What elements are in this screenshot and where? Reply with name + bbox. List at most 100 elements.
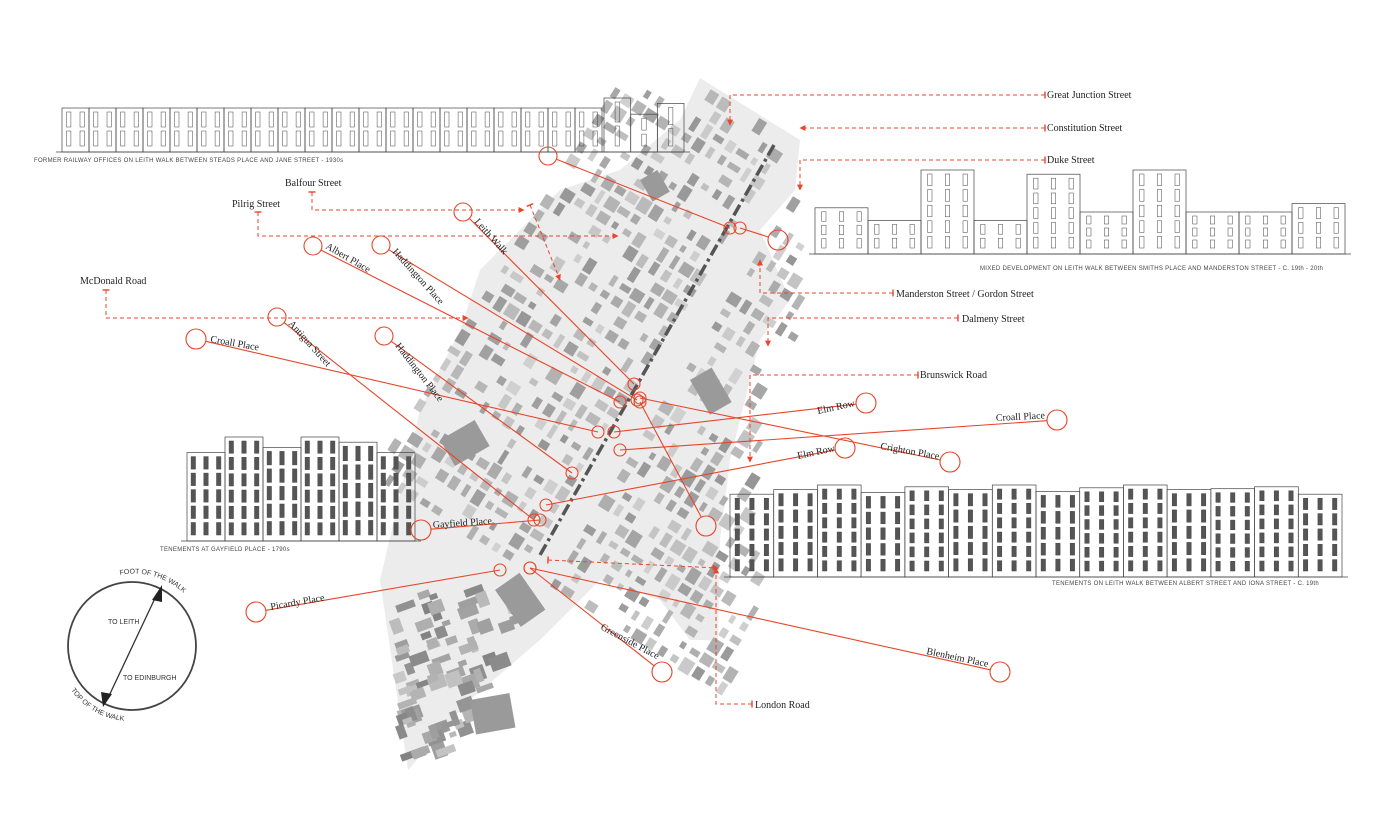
building-block (562, 397, 577, 412)
building-block (554, 485, 571, 504)
building-block (569, 381, 587, 400)
building-block (642, 429, 656, 442)
arrow-up-icon (152, 585, 162, 602)
compass-top-label: TOP OF THE WALK (69, 687, 125, 723)
building-block (616, 582, 625, 592)
building-block (727, 614, 737, 625)
leader-albert-place (303, 236, 627, 409)
building-block (684, 566, 702, 586)
building-block (699, 123, 714, 140)
building-block (587, 148, 599, 162)
building-block (478, 344, 494, 361)
building-block (624, 569, 633, 578)
building-block (629, 213, 641, 225)
building-block (402, 716, 413, 725)
elevation-gayfield-tenements (181, 436, 421, 542)
building-block (384, 474, 395, 487)
building-block (690, 137, 706, 154)
building-block (624, 586, 641, 603)
building-block (609, 105, 628, 124)
building-block (596, 136, 607, 147)
building-block (541, 328, 554, 340)
leader-london-road (713, 567, 753, 708)
building-block (441, 718, 460, 730)
building-block (479, 477, 493, 492)
building-block (497, 618, 516, 634)
building-block (497, 449, 510, 466)
building-block (785, 196, 801, 213)
building-block (693, 478, 707, 494)
building-block (441, 619, 451, 627)
building-block (642, 107, 659, 124)
label-leith-walk: Leith Walk (472, 217, 510, 257)
label-balfour-street: Balfour Street (285, 178, 342, 189)
caption-albert-iona-tenements: TENEMENTS ON LEITH WALK BETWEEN ALBERT S… (1052, 581, 1319, 587)
building-block (624, 529, 643, 549)
building-block (509, 270, 524, 284)
building-block (621, 300, 637, 318)
building-block (475, 456, 490, 471)
building-block (630, 100, 647, 117)
leader-great-junction-street (727, 91, 1046, 126)
building-block (617, 337, 630, 350)
building-block (515, 310, 532, 328)
building-block (630, 157, 644, 171)
building-block (717, 174, 733, 188)
building-block (550, 578, 562, 591)
building-block (404, 683, 422, 697)
building-block (609, 87, 621, 100)
building-block (631, 231, 647, 249)
building-block (640, 351, 655, 367)
building-block (653, 623, 666, 638)
building-block (500, 283, 516, 298)
building-block (564, 153, 581, 170)
building-block (689, 457, 704, 473)
building-block (502, 341, 511, 351)
building-block (582, 446, 594, 461)
caption-railway-offices: FORMER RAILWAY OFFICES ON LEITH WALK BET… (34, 158, 343, 164)
caption-mixed-development: MIXED DEVELOPMENT ON LEITH WALK BETWEEN … (980, 266, 1323, 272)
building-block (642, 89, 652, 100)
building-block (647, 261, 661, 276)
building-block (406, 431, 424, 449)
building-block (474, 380, 488, 394)
building-block (469, 471, 480, 483)
building-block (669, 538, 687, 557)
building-block (473, 667, 485, 684)
building-block (622, 378, 638, 394)
building-block (752, 439, 764, 454)
building-block (394, 651, 411, 662)
street-labels: Great Junction Street Constitution Stree… (80, 90, 1132, 711)
building-block (584, 599, 599, 614)
label-blenheim-place: Blenheim Place (925, 646, 989, 670)
label-elm-row-2: Elm Row (796, 443, 836, 462)
building-block (648, 525, 661, 540)
building-block (409, 686, 427, 702)
building-block (750, 157, 759, 166)
building-block (563, 340, 579, 357)
building-block (774, 321, 788, 337)
building-block (427, 598, 446, 616)
building-block (551, 391, 564, 403)
building-block (791, 293, 806, 311)
building-block (541, 403, 556, 418)
building-block (446, 475, 462, 492)
building-block (456, 463, 469, 476)
building-block (638, 596, 650, 608)
building-block (602, 121, 618, 135)
compass-to-leith: TO LEITH (108, 619, 139, 626)
building-block (636, 461, 652, 478)
building-block (695, 234, 711, 251)
building-block (397, 697, 418, 710)
building-block (644, 637, 658, 651)
leader-pilrig-street (254, 211, 619, 239)
building-block (707, 506, 723, 522)
building-block (656, 645, 669, 658)
building-block (725, 536, 736, 549)
building-block (581, 257, 598, 275)
building-block (595, 530, 608, 545)
building-block (659, 532, 673, 549)
building-block (786, 272, 804, 290)
building-block (630, 628, 648, 645)
building-block (643, 296, 655, 310)
